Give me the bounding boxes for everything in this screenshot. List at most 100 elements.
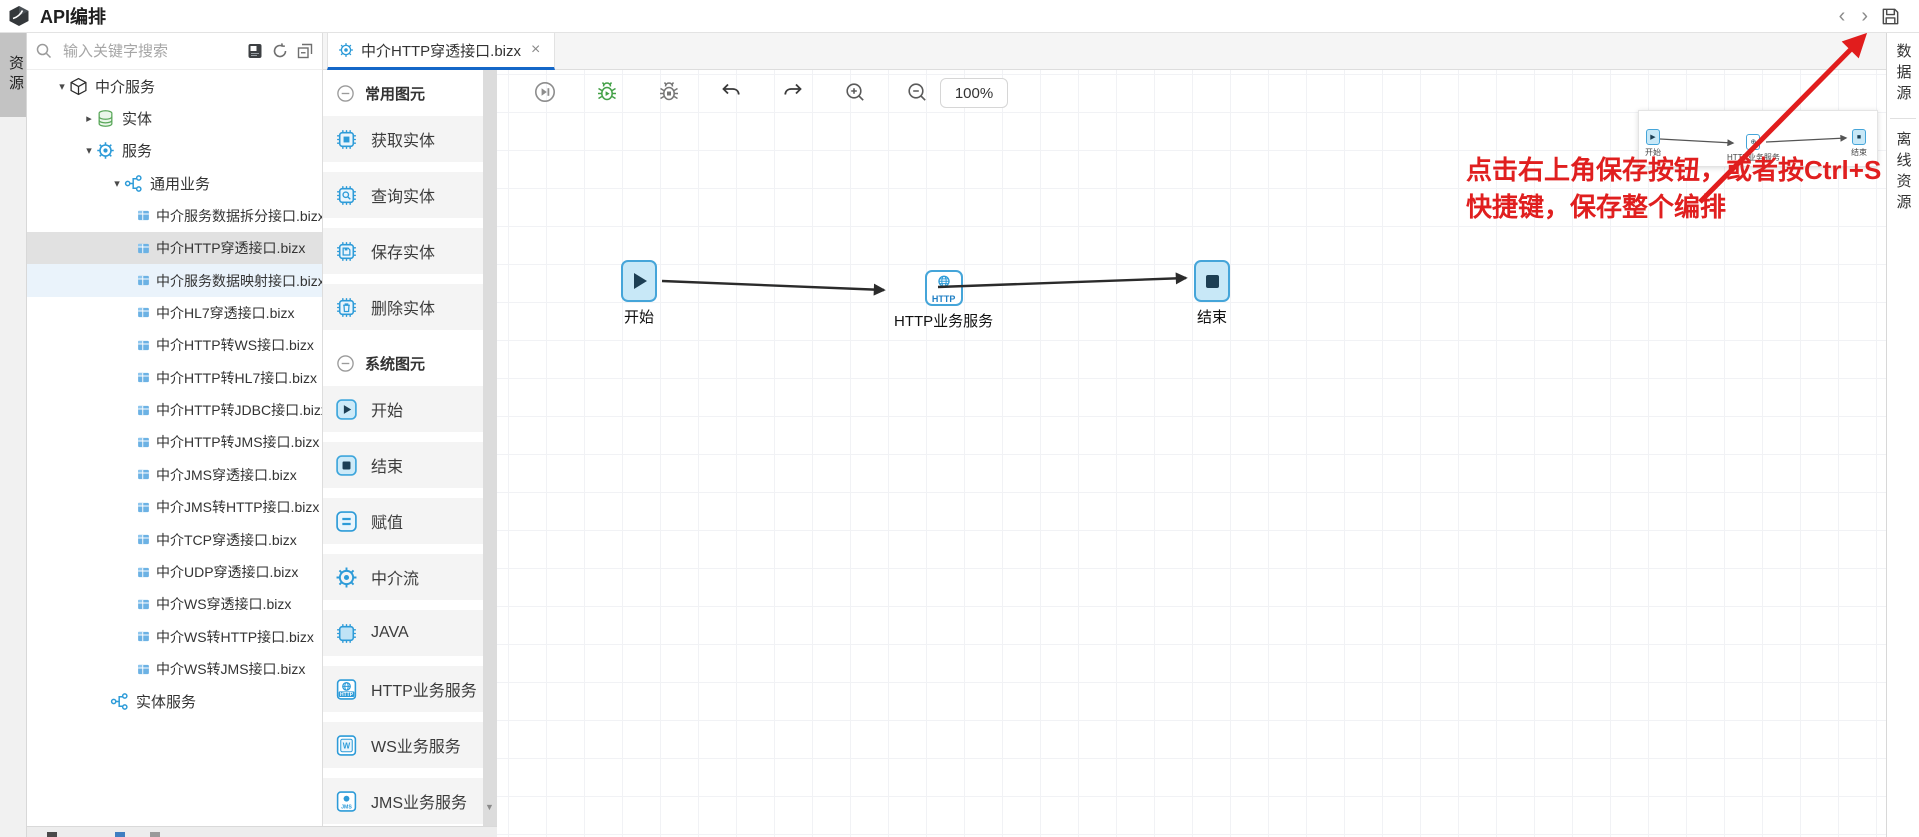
zoom-level-button[interactable]: 100% [940, 78, 1008, 108]
palette-item[interactable]: 中介流 [323, 554, 483, 600]
tree-item[interactable]: 中介WS转JMS接口.bizx [27, 653, 322, 685]
run-icon[interactable] [533, 80, 557, 104]
minus-circle-icon[interactable] [336, 84, 355, 103]
tree-item[interactable]: ▾通用业务 [27, 167, 322, 199]
tree-item-label: 服务 [122, 143, 153, 161]
tree-item[interactable]: 中介HTTP转JDBC接口.bizx [27, 394, 322, 426]
end-icon [335, 454, 358, 477]
divider [1890, 118, 1916, 119]
bizx-file-icon [137, 274, 150, 287]
tree-item[interactable]: 中介JMS转HTTP接口.bizx [27, 491, 322, 523]
node-label: 结束 [1196, 309, 1227, 326]
zoom-out-icon[interactable] [905, 80, 929, 104]
palette-item[interactable]: W WS业务服务 [323, 722, 483, 768]
tree-item[interactable]: 实体服务 [27, 685, 322, 717]
tree-item[interactable]: 中介服务数据拆分接口.bizx [27, 200, 322, 232]
palette-item[interactable]: 查询实体 [323, 172, 483, 218]
http-service-node-icon[interactable]: HTTP [924, 270, 963, 306]
tree-item-label: 中介WS穿透接口.bizx [156, 596, 292, 613]
tree-item[interactable]: ▾ 中介服务 [27, 70, 322, 102]
rail-tab-offline-resources[interactable]: 离线资源 [1894, 131, 1912, 215]
cut-icon [115, 832, 125, 837]
palette-item-label: JMS业务服务 [371, 795, 468, 812]
flow-canvas[interactable]: 100% 开始 HTTP HTTP业务服务 结束 [497, 70, 1886, 837]
debug-config-icon[interactable] [657, 80, 681, 104]
node-label: HTTP业务服务 [894, 313, 994, 330]
tree-item-label: 中介服务数据拆分接口.bizx [156, 207, 323, 224]
bizx-file-icon [137, 663, 150, 676]
palette-item-label: 结束 [371, 459, 404, 476]
tree-item[interactable]: 中介HTTP穿透接口.bizx [27, 231, 322, 265]
jms-service-icon: JMS [335, 790, 358, 813]
bizx-file-icon [137, 404, 150, 417]
nav-forward-icon[interactable]: › [1861, 5, 1868, 27]
chevron-collapsed-icon[interactable]: ▸ [86, 113, 92, 126]
rail-tab-datasource[interactable]: 数据源 [1894, 43, 1912, 106]
palette-item[interactable]: 删除实体 [323, 284, 483, 330]
node-http-service[interactable]: HTTP HTTP业务服务 [894, 270, 993, 331]
node-start[interactable]: 开始 [621, 260, 657, 327]
tree-item[interactable]: 中介JMS穿透接口.bizx [27, 459, 322, 491]
chevron-expanded-icon[interactable]: ▾ [59, 80, 65, 93]
tree-item[interactable]: ▾ 服务 [27, 135, 322, 167]
bizx-file-icon [137, 209, 150, 222]
minimap-node-start: ▶ 开始 [1645, 129, 1661, 158]
http-badge: HTTP [931, 294, 956, 304]
chevron-expanded-icon[interactable]: ▾ [86, 145, 92, 158]
tree-item-label: 中介服务 [95, 78, 156, 96]
palette-item[interactable]: 结束 [323, 442, 483, 488]
tree-item-label: 中介HTTP转WS接口.bizx [156, 337, 314, 354]
end-node-icon: ■ [1852, 129, 1866, 145]
redo-icon[interactable] [781, 80, 805, 104]
start-node-icon[interactable] [621, 260, 657, 302]
palette-item[interactable]: JAVA [323, 610, 483, 656]
debug-run-icon[interactable] [595, 80, 619, 104]
tree-item[interactable]: 中介HL7穿透接口.bizx [27, 297, 322, 329]
palette-scrollbar[interactable]: ▼ [483, 70, 497, 826]
search-input[interactable] [61, 41, 191, 61]
node-end[interactable]: 结束 [1194, 260, 1230, 327]
rail-tab-resources[interactable]: 资源 [0, 33, 26, 117]
palette-item[interactable]: JMS JMS业务服务 [323, 778, 483, 824]
palette-item-label: WS业务服务 [371, 739, 461, 756]
palette-item[interactable]: 开始 [323, 386, 483, 432]
locate-file-icon[interactable] [246, 42, 264, 60]
palette-item[interactable]: 获取实体 [323, 116, 483, 162]
end-node-icon[interactable] [1194, 260, 1230, 302]
tree-item[interactable]: 中介HTTP转HL7接口.bizx [27, 362, 322, 394]
palette-section-header[interactable]: 系统图元 [323, 340, 483, 386]
tree-item[interactable]: 中介UDP穿透接口.bizx [27, 556, 322, 588]
svg-text:W: W [343, 741, 351, 750]
save-icon[interactable] [1880, 6, 1901, 27]
zoom-in-icon[interactable] [843, 80, 867, 104]
gear-icon [338, 42, 354, 58]
tree-item-label: 中介UDP穿透接口.bizx [156, 564, 299, 581]
tab-active-document[interactable]: 中介HTTP穿透接口.bizx × [327, 33, 555, 70]
palette-item[interactable]: 赋值 [323, 498, 483, 544]
tree-item[interactable]: 中介TCP穿透接口.bizx [27, 523, 322, 555]
nav-back-icon[interactable]: ‹ [1838, 5, 1846, 27]
tree-item-label: 实体 [122, 111, 153, 129]
bizx-file-icon [137, 371, 150, 384]
tree-item[interactable]: 中介HTTP转JMS接口.bizx [27, 426, 322, 458]
undo-icon[interactable] [719, 80, 743, 104]
minus-circle-icon[interactable] [336, 354, 355, 373]
close-tab-icon[interactable]: × [531, 41, 541, 58]
scroll-down-icon[interactable]: ▼ [485, 802, 494, 812]
tree-item[interactable]: 中介WS穿透接口.bizx [27, 588, 322, 620]
palette-item-label: 中介流 [371, 571, 420, 588]
refresh-icon[interactable] [271, 42, 289, 60]
tree-item[interactable]: ▸ 实体 [27, 102, 322, 134]
tree-item[interactable]: 中介服务数据映射接口.bizx [27, 264, 322, 297]
palette-item-label: 开始 [371, 403, 404, 420]
palette-item-label: 查询实体 [371, 189, 436, 206]
node-label: 开始 [623, 309, 654, 326]
palette-item[interactable]: 保存实体 [323, 228, 483, 274]
tree-item[interactable]: 中介WS转HTTP接口.bizx [27, 621, 322, 653]
chevron-expanded-icon[interactable]: ▾ [114, 177, 120, 190]
tree-item[interactable]: 中介HTTP转WS接口.bizx [27, 329, 322, 361]
tree-item-label: 中介JMS转HTTP接口.bizx [156, 499, 320, 516]
collapse-all-icon[interactable] [296, 42, 314, 60]
palette-section-header[interactable]: 常用图元 [323, 70, 483, 116]
